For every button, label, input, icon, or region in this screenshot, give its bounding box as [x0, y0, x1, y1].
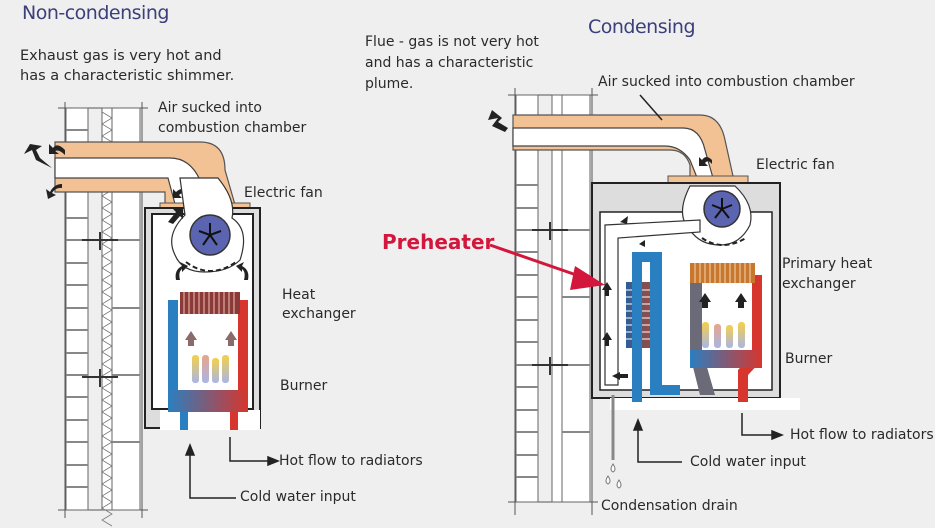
condensing-description-3: plume.: [365, 76, 414, 92]
label-cold-water-left: Cold water input: [240, 489, 356, 505]
non-condensing-description-1: Exhaust gas is very hot and: [20, 48, 222, 64]
left-heat-arrows: [185, 331, 237, 346]
left-burner-flames: [192, 355, 229, 383]
label-air-intake-left-2: combustion chamber: [158, 120, 307, 136]
label-burner-left: Burner: [280, 378, 328, 394]
label-air-intake-left-1: Air sucked into: [158, 100, 262, 116]
label-air-intake-right: Air sucked into combustion chamber: [598, 74, 855, 90]
non-condensing-title: Non-condensing: [22, 2, 169, 24]
condensing-description-1: Flue - gas is not very hot: [365, 34, 539, 50]
left-heat-exchanger: [168, 292, 248, 430]
label-heat-exchanger-left-1: Heat: [282, 287, 316, 303]
left-fan-blades: [198, 223, 222, 246]
condensing-description-2: and has a characteristic: [365, 55, 534, 71]
label-cold-water-right: Cold water input: [690, 454, 806, 470]
right-fan-blades: [711, 198, 733, 219]
condensing-title: Condensing: [588, 16, 696, 38]
preheater: [626, 252, 680, 402]
right-primary-heat-exchanger: [690, 263, 762, 402]
right-flue-pipe: [512, 114, 749, 187]
non-condensing-description-2: has a characteristic shimmer.: [20, 68, 235, 84]
label-hot-flow-right: Hot flow to radiators: [790, 427, 934, 443]
right-flue-channel: [604, 219, 701, 386]
label-condensation-drain: Condensation drain: [601, 498, 738, 514]
condensation-drops-icon: [605, 463, 622, 489]
label-burner-right: Burner: [785, 351, 833, 367]
label-electric-fan-right: Electric fan: [756, 157, 835, 173]
right-burner-flames: [702, 322, 745, 348]
right-exhaust-arrow: [488, 110, 508, 132]
label-primary-hx-1: Primary heat: [782, 256, 873, 272]
right-wall: [508, 88, 598, 515]
label-preheater: Preheater: [382, 230, 495, 254]
label-hot-flow-left: Hot flow to radiators: [279, 453, 423, 469]
label-primary-hx-2: exchanger: [782, 276, 856, 292]
label-heat-exchanger-left-2: exchanger: [282, 306, 356, 322]
preheater-arrow: [489, 243, 605, 290]
label-electric-fan-left: Electric fan: [244, 185, 323, 201]
